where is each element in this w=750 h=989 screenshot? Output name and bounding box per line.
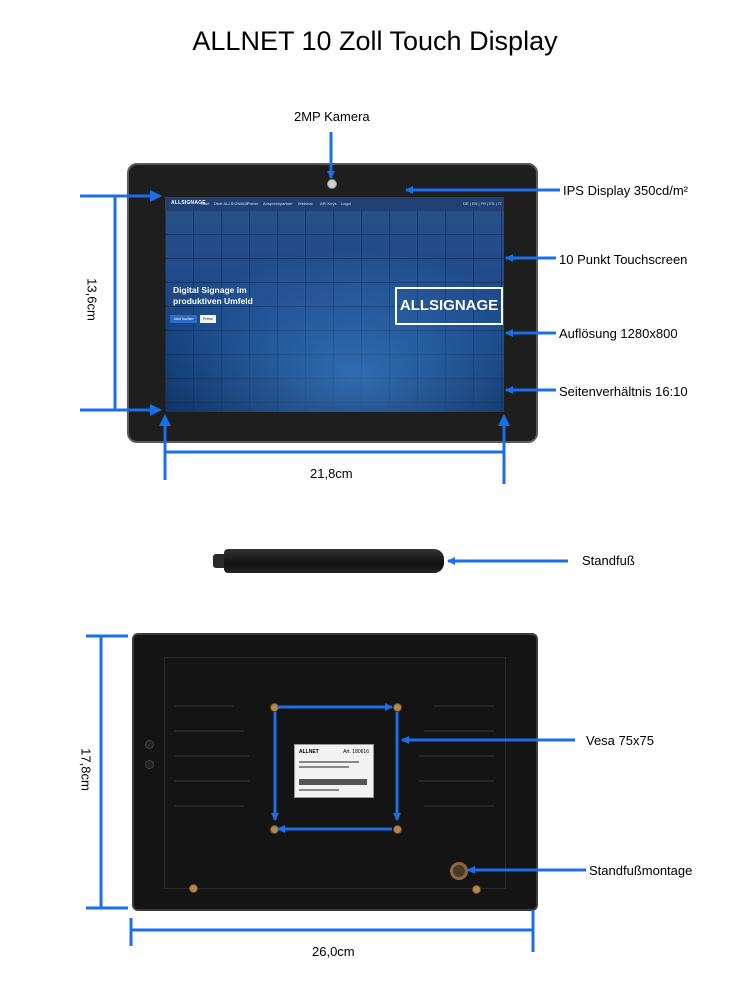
back-rib: [174, 780, 249, 782]
dimension-front-height: 13,6cm: [84, 278, 100, 321]
label-stand-mount: Standfußmontage: [589, 863, 693, 878]
screw-hole: [472, 885, 481, 894]
back-rib: [174, 730, 244, 732]
dimension-back-height: 17,8cm: [78, 748, 94, 791]
back-rib: [419, 780, 494, 782]
page-title: ALLNET 10 Zoll Touch Display: [192, 26, 558, 56]
back-rib: [424, 805, 494, 807]
screen-nav-languages: DE | EN | FR | ES | IT: [463, 201, 502, 206]
tablet-screen: ALLSIGNAGE Start Über ALLSIGNAGE Preise …: [165, 197, 504, 412]
back-panel: [164, 657, 506, 889]
sticker-barcode: [299, 779, 367, 785]
screen-nav-item: API Keys: [320, 201, 337, 206]
sticker-text-line: [299, 789, 339, 791]
screen-secondary-button: Preise: [200, 315, 216, 323]
screen-navbar: ALLSIGNAGE Start Über ALLSIGNAGE Preise …: [165, 197, 504, 211]
screw-hole: [189, 884, 198, 893]
screen-nav-item: Preise: [247, 201, 259, 206]
screen-brand-logo: ALLSIGNAGE: [395, 287, 503, 325]
back-rib: [174, 805, 244, 807]
sticker-text-line: [299, 766, 349, 768]
screen-nav-item: Start: [201, 201, 210, 206]
product-label-sticker: ALLNET Art. 180616: [294, 744, 374, 798]
screen-nav-item: Ansprechpartner: [263, 201, 293, 206]
label-ips: IPS Display 350cd/m²: [563, 183, 688, 198]
screen-nav-item: Login: [341, 201, 351, 206]
vesa-hole: [393, 703, 402, 712]
back-rib: [174, 755, 249, 757]
screen-background-tiles: [165, 211, 504, 412]
back-rib: [434, 705, 494, 707]
dimension-front-width: 21,8cm: [310, 466, 353, 481]
label-touch: 10 Punkt Touchscreen: [559, 252, 688, 267]
label-aspect: Seitenverhältnis 16:10: [559, 384, 688, 399]
side-button: [145, 760, 154, 769]
back-rib: [174, 705, 234, 707]
screen-primary-button: Jetzt buchen: [170, 315, 197, 323]
back-rib: [424, 730, 494, 732]
screen-nav-logo: ALLSIGNAGE: [171, 200, 206, 206]
screen-hero-line2: produktiven Umfeld: [173, 296, 253, 306]
side-button: [145, 740, 154, 749]
label-vesa: Vesa 75x75: [586, 733, 654, 748]
sticker-brand: ALLNET: [299, 749, 319, 755]
label-stand: Standfuß: [582, 553, 635, 568]
vesa-hole: [393, 825, 402, 834]
back-rib: [419, 755, 494, 757]
screen-nav-item: Webinar: [298, 201, 313, 206]
stand-mount-socket: [450, 862, 468, 880]
screen-hero-text: Digital Signage im produktiven Umfeld: [173, 285, 253, 307]
label-camera: 2MP Kamera: [294, 109, 370, 124]
sticker-article-number: Art. 180616: [343, 749, 369, 755]
screen-nav-item: Über ALLSIGNAGE: [214, 201, 249, 206]
camera-lens: [327, 179, 337, 189]
screen-hero-line1: Digital Signage im: [173, 285, 247, 295]
label-resolution: Auflösung 1280x800: [559, 326, 678, 341]
sticker-text-line: [299, 761, 359, 763]
stand-rod: [224, 549, 444, 573]
stand-tip: [213, 554, 227, 568]
dimension-back-width: 26,0cm: [312, 944, 355, 959]
